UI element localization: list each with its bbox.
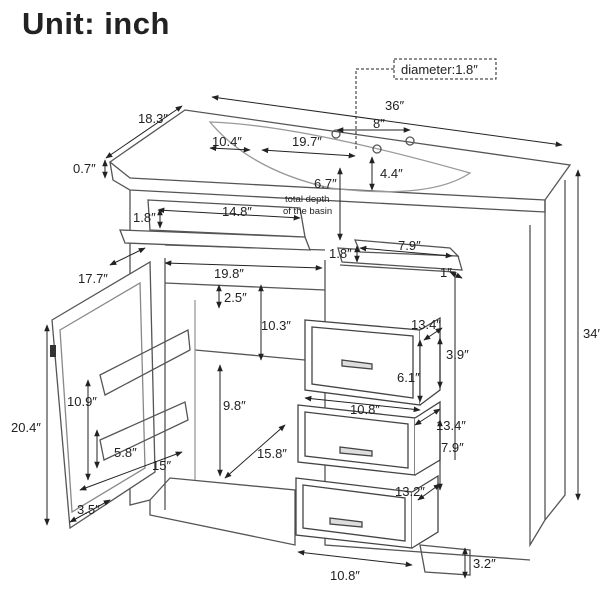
drawer2-depth-label: 13.4″	[436, 418, 466, 433]
lower-space-label: 9.8″	[223, 398, 246, 413]
opening-width-label: 19.8″	[214, 266, 244, 281]
dimension-labels: 36″ 18.3″ 0.7″ 34″ 8″ 10.4″ 19.7″ 4.4″ 6…	[11, 98, 600, 583]
drawer3-width-label: 10.8″	[330, 568, 360, 583]
drawer3-depth-label: 13.2″	[395, 484, 425, 499]
flip-right-depth-label: 1″	[440, 265, 452, 280]
unit-title: Unit: inch	[22, 6, 170, 41]
basin-width-label: 19.7″	[292, 134, 322, 149]
door-depth-label: 17.7″	[78, 271, 108, 286]
width-total-label: 36″	[385, 98, 404, 113]
depth-note-line1: total depth	[285, 194, 329, 205]
diameter-label: diameter:1.8″	[401, 62, 478, 77]
depth-note-line2: of the basin	[283, 206, 332, 217]
height-total-label: 34″	[583, 326, 600, 341]
door-shelf-width-label: 15″	[152, 458, 171, 473]
drawer2-height-label: 7.9″	[441, 440, 464, 455]
flip-left-height-label: 1.8″	[133, 210, 156, 225]
upper-space-label: 10.3″	[261, 318, 291, 333]
top-thickness-label: 0.7″	[73, 161, 96, 176]
diameter-callout: diameter:1.8″	[355, 58, 497, 151]
flip-right-height-label: 1.8″	[329, 246, 352, 261]
basin-front-depth-label: 10.4″	[212, 134, 242, 149]
dimension-lines	[44, 95, 581, 579]
door-shelf-low-label: 5.8″	[114, 445, 137, 460]
lower-depth-label: 15.8″	[257, 446, 287, 461]
drawer1-depth-label: 13.4″	[411, 317, 441, 332]
flip-right-width-label: 7.9″	[398, 238, 421, 253]
flip-left-width-label: 14.8″	[222, 204, 252, 219]
drawer1-width-label: 10.8″	[350, 402, 380, 417]
door-height-label: 20.4″	[11, 420, 41, 435]
drawer1-inner-label: 6.1″	[397, 370, 420, 385]
faucet-spread-label: 8″	[373, 116, 385, 131]
door-shelf-depth-label: 3.5″	[77, 502, 100, 517]
basin-depth-label: 6.7″	[314, 176, 337, 191]
shelf-gap-label: 2.5″	[224, 290, 247, 305]
depth-total-label: 18.3″	[138, 111, 168, 126]
drawer-upper	[304, 316, 441, 406]
drawer1-height-label: 3.9″	[446, 347, 469, 362]
toe-kick-label: 3.2″	[473, 556, 496, 571]
door-shelf-height-label: 10.9″	[67, 394, 97, 409]
faucet-to-basin-label: 4.4″	[380, 166, 403, 181]
